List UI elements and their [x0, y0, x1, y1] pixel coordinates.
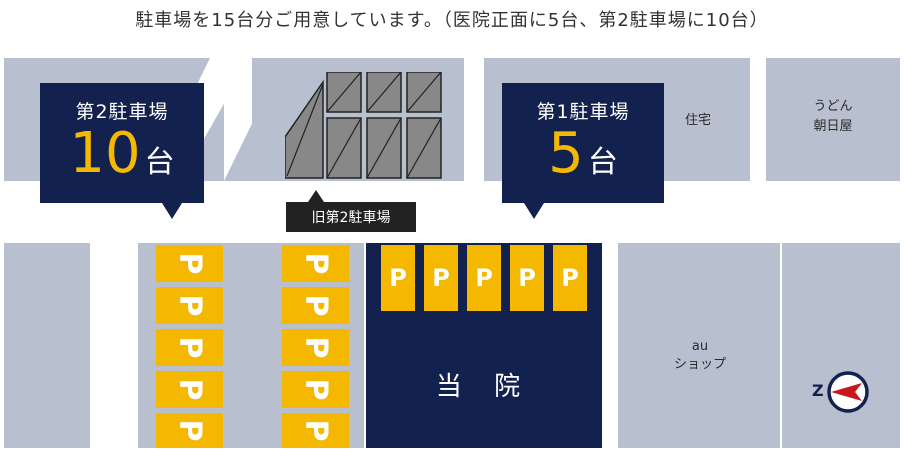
compass-letter: Z	[812, 381, 824, 400]
au-shop-label-line2: ショップ	[673, 357, 726, 372]
parking-space-lot2-b1: P	[282, 245, 349, 282]
lot1-callout-unit: 台	[587, 145, 618, 180]
block-bottom-left	[4, 243, 90, 448]
au-shop-label-line1: au	[691, 339, 709, 354]
parking-space-lot2-a2: P	[156, 287, 223, 324]
block-bottom-au	[618, 243, 780, 448]
lot2-callout-pointer	[162, 203, 182, 219]
parking-space-lot2-b2: P	[282, 287, 349, 324]
parking-space-lot2-a1: P	[156, 245, 223, 282]
residence-label: 住宅	[684, 113, 711, 128]
udon-shop-label-line2: 朝日屋	[813, 119, 853, 134]
block-top-udon	[766, 58, 900, 181]
old-lot-label: 旧第2駐車場	[286, 202, 416, 232]
map-caption: 駐車場を15台分ご用意しています。（医院正面に5台、第2駐車場に10台）	[135, 10, 769, 31]
compass-icon	[827, 371, 869, 413]
udon-shop-label-line1: うどん	[813, 99, 853, 114]
parking-space-lot1-1: P	[381, 245, 415, 311]
parking-space-lot1-2: P	[424, 245, 458, 311]
parking-space-lot2-b5: P	[282, 413, 349, 448]
lot1-callout-title: 第1駐車場	[536, 101, 630, 123]
parking-space-lot2-a5: P	[156, 413, 223, 448]
lot2-callout-count: 10	[69, 121, 141, 186]
hospital-label: 当 院	[435, 372, 533, 402]
parking-space-lot2-a4: P	[156, 371, 223, 408]
old-lot-hatched-spaces	[285, 72, 442, 179]
parking-space-lot1-4: P	[510, 245, 544, 311]
parking-space-lot2-a3: P	[156, 329, 223, 366]
lot2-callout-unit: 台	[144, 145, 175, 180]
lot2-callout-title: 第2駐車場	[75, 101, 169, 123]
parking-space-lot1-5: P	[553, 245, 587, 311]
parking-space-lot1-3: P	[467, 245, 501, 311]
old-lot-label-pointer	[308, 190, 324, 202]
parking-space-lot2-b3: P	[282, 329, 349, 366]
lot1-callout-count: 5	[548, 121, 584, 186]
parking-space-lot2-b4: P	[282, 371, 349, 408]
block-bottom-right	[782, 243, 900, 448]
diagonal-road-2	[224, 58, 314, 181]
lot1-callout-pointer	[524, 203, 544, 219]
